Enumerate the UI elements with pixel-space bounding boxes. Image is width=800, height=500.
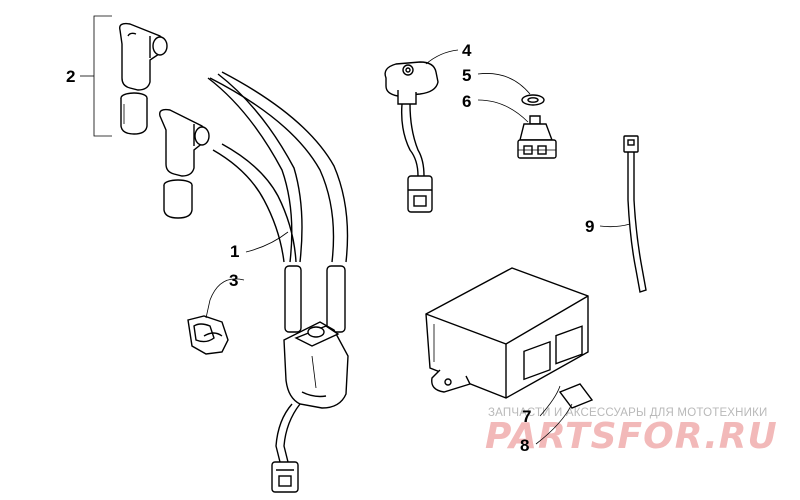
leader-8 [535, 403, 573, 445]
watermark: ЗАПЧАСТИ И АКСЕССУАРЫ ДЛЯ МОТОТЕХНИКИ PA… [485, 407, 778, 457]
watermark-caption: ЗАПЧАСТИ И АКСЕССУАРЫ ДЛЯ МОТОТЕХНИКИ [488, 407, 768, 419]
leader-1 [245, 231, 289, 253]
leader-3 [205, 278, 245, 319]
cable-clamp [187, 315, 229, 355]
sensor-wire [400, 103, 425, 177]
callout-7: 7 [522, 407, 531, 426]
callout-2-bracket [80, 15, 112, 137]
callout-3: 3 [229, 271, 238, 290]
callout-4: 4 [462, 41, 472, 60]
leader-5 [477, 73, 531, 95]
ignition-coil-connector [271, 461, 299, 493]
spark-plug-cap-upper [119, 22, 168, 91]
ignition-coil-wire [275, 403, 301, 463]
leader-7 [539, 385, 561, 417]
callouts: 1 2 3 4 5 6 7 8 9 [66, 41, 594, 455]
sensor-bracket [384, 61, 439, 105]
leader-lines [205, 49, 631, 445]
leader-9 [599, 223, 631, 228]
ignition-coil-body [283, 265, 349, 409]
callout-8: 8 [520, 436, 529, 455]
ignition-coil-lead-1 [207, 73, 303, 263]
o-ring-washer [521, 94, 545, 106]
cdi-label-pad [558, 383, 594, 409]
callout-5: 5 [462, 66, 471, 85]
watermark-logo: PARTSFOR.RU [485, 416, 778, 457]
callout-9: 9 [585, 217, 594, 236]
callout-1: 1 [230, 242, 239, 261]
sensor-connector [407, 175, 433, 213]
callout-6: 6 [462, 92, 471, 111]
temperature-sensor [517, 115, 557, 159]
leader-4 [425, 49, 459, 65]
spark-plug-boot-lower [163, 179, 193, 219]
cable-tie [623, 135, 647, 293]
ignition-coil-lead-2 [209, 71, 349, 263]
spark-plug-cap-lower [159, 108, 210, 177]
spark-plug-boot-upper [120, 92, 148, 135]
leader-6 [477, 99, 529, 123]
callout-2: 2 [66, 67, 75, 86]
cdi-module [425, 267, 589, 399]
